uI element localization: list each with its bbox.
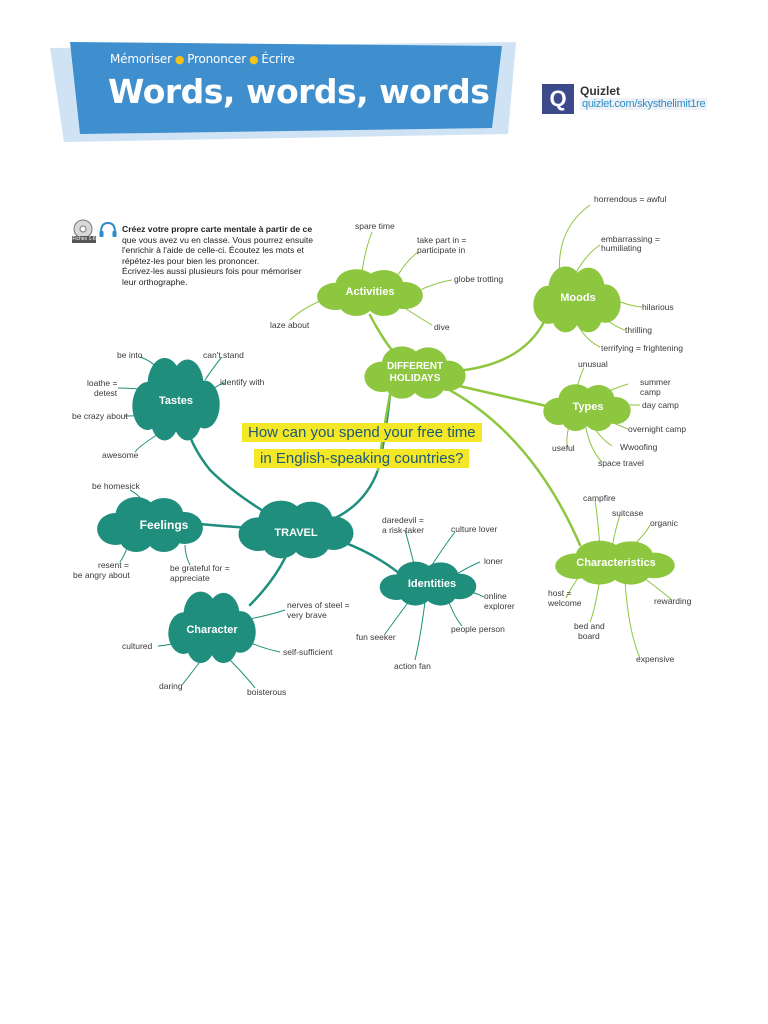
word: campfire — [583, 493, 616, 503]
word: can't stand — [203, 350, 244, 360]
word: host = — [548, 588, 572, 598]
word: organic — [650, 518, 678, 528]
word: horrendous = awful — [594, 194, 667, 204]
word: summer — [640, 377, 671, 387]
word: board — [578, 631, 600, 641]
word: very brave — [287, 610, 327, 620]
node-types: Types — [572, 401, 604, 413]
word: laze about — [270, 320, 310, 330]
word: loathe = — [87, 378, 118, 388]
word: unusual — [578, 359, 608, 369]
word: expensive — [636, 654, 675, 664]
word: a risk-taker — [382, 525, 425, 535]
instruction-line: leur orthographe. — [122, 276, 188, 287]
word: camp — [640, 387, 661, 397]
breadcrumb-item: Prononcer — [187, 52, 246, 66]
word: day camp — [642, 400, 679, 410]
quizlet-link[interactable]: Q Quizlet quizlet.com/skysthelimit1re — [542, 84, 712, 114]
breadcrumb-item: Écrire — [261, 52, 295, 66]
node-characteristics: Characteristics — [576, 557, 656, 569]
word: online — [484, 591, 507, 601]
word: terrifying = frightening — [601, 343, 683, 353]
word: culture lover — [451, 524, 498, 534]
word: humiliating — [601, 243, 642, 253]
word: be grateful for = — [170, 563, 230, 573]
node-label-line: DIFFERENT — [386, 361, 444, 372]
word: useful — [552, 443, 575, 453]
word: thrilling — [625, 325, 652, 335]
word: nerves of steel = — [287, 600, 350, 610]
word: loner — [484, 556, 503, 566]
quizlet-name: Quizlet — [580, 84, 621, 98]
word: be into — [117, 350, 143, 360]
word: rewarding — [654, 596, 692, 606]
node-moods: Moods — [560, 292, 596, 304]
word: hilarious — [642, 302, 674, 312]
page-title: Words, words, words — [108, 72, 490, 111]
word: embarrassing = — [601, 234, 660, 244]
word: overnight camp — [628, 424, 687, 434]
instructions-text: Créez votre propre carte mentale à parti… — [122, 224, 372, 288]
node-feelings: Feelings — [139, 518, 189, 532]
bullet-icon: ● — [248, 53, 259, 66]
instruction-line: Écrivez-les aussi plusieurs fois pour mé… — [122, 266, 302, 277]
word: boisterous — [247, 687, 287, 697]
word: awesome — [102, 450, 139, 460]
question-line: in English-speaking countries? — [254, 449, 470, 468]
word: action fan — [394, 661, 431, 671]
word: self-sufficient — [283, 647, 333, 657]
track-label: Fiches 1-8 — [72, 236, 96, 243]
word: Wwoofing — [620, 442, 658, 452]
node-different-holidays: DIFFERENT HOLIDAYS — [375, 361, 455, 385]
node-character: Character — [186, 624, 238, 636]
question-line: How can you spend your free time — [242, 423, 482, 442]
word: appreciate — [170, 573, 210, 583]
instruction-line: l'enrichir à l'aide de celle-ci. Écoutez… — [122, 245, 304, 256]
word: identify with — [220, 377, 265, 387]
word: globe trotting — [454, 274, 504, 284]
word: daredevil = — [382, 515, 424, 525]
word: take part in = — [417, 235, 467, 245]
word: be crazy about — [72, 411, 128, 421]
banner-shape — [50, 42, 516, 142]
word: detest — [94, 388, 118, 398]
word: dive — [434, 322, 450, 332]
headphones-icon — [99, 221, 117, 237]
word: resent = — [98, 560, 129, 570]
instruction-line: répétez-les pour bien les prononcer. — [122, 255, 260, 266]
word: space travel — [598, 458, 644, 468]
node-travel: TRAVEL — [274, 527, 318, 539]
word: bed and — [574, 621, 605, 631]
word: be homesick — [92, 481, 140, 491]
node-label-line: HOLIDAYS — [389, 373, 441, 384]
breadcrumb-item: Mémoriser — [110, 52, 172, 66]
node-tastes: Tastes — [158, 395, 194, 407]
word: participate in — [417, 245, 466, 255]
word: spare time — [355, 221, 395, 231]
word: welcome — [548, 598, 582, 608]
quizlet-url[interactable]: quizlet.com/skysthelimit1re — [580, 98, 708, 110]
bullet-icon: ● — [174, 53, 185, 66]
node-identities: Identities — [407, 578, 457, 590]
word: cultured — [122, 641, 153, 651]
word: suitcase — [612, 508, 644, 518]
breadcrumb: Mémoriser●Prononcer●Écrire — [110, 52, 295, 66]
instruction-line: Créez votre propre carte mentale à parti… — [122, 224, 313, 234]
central-question: How can you spend your free time in Engl… — [240, 419, 520, 477]
word: explorer — [484, 601, 515, 611]
word: people person — [451, 624, 505, 634]
header-banner: Mémoriser●Prononcer●Écrire Words, words,… — [50, 42, 516, 142]
node-activities: Activities — [345, 286, 395, 298]
word: fun seeker — [356, 632, 396, 642]
word: daring — [159, 681, 183, 691]
instruction-line: que vous avez vu en classe. Vous pourrez… — [122, 234, 314, 245]
quizlet-logo-icon: Q — [542, 84, 574, 114]
word: be angry about — [73, 570, 130, 580]
